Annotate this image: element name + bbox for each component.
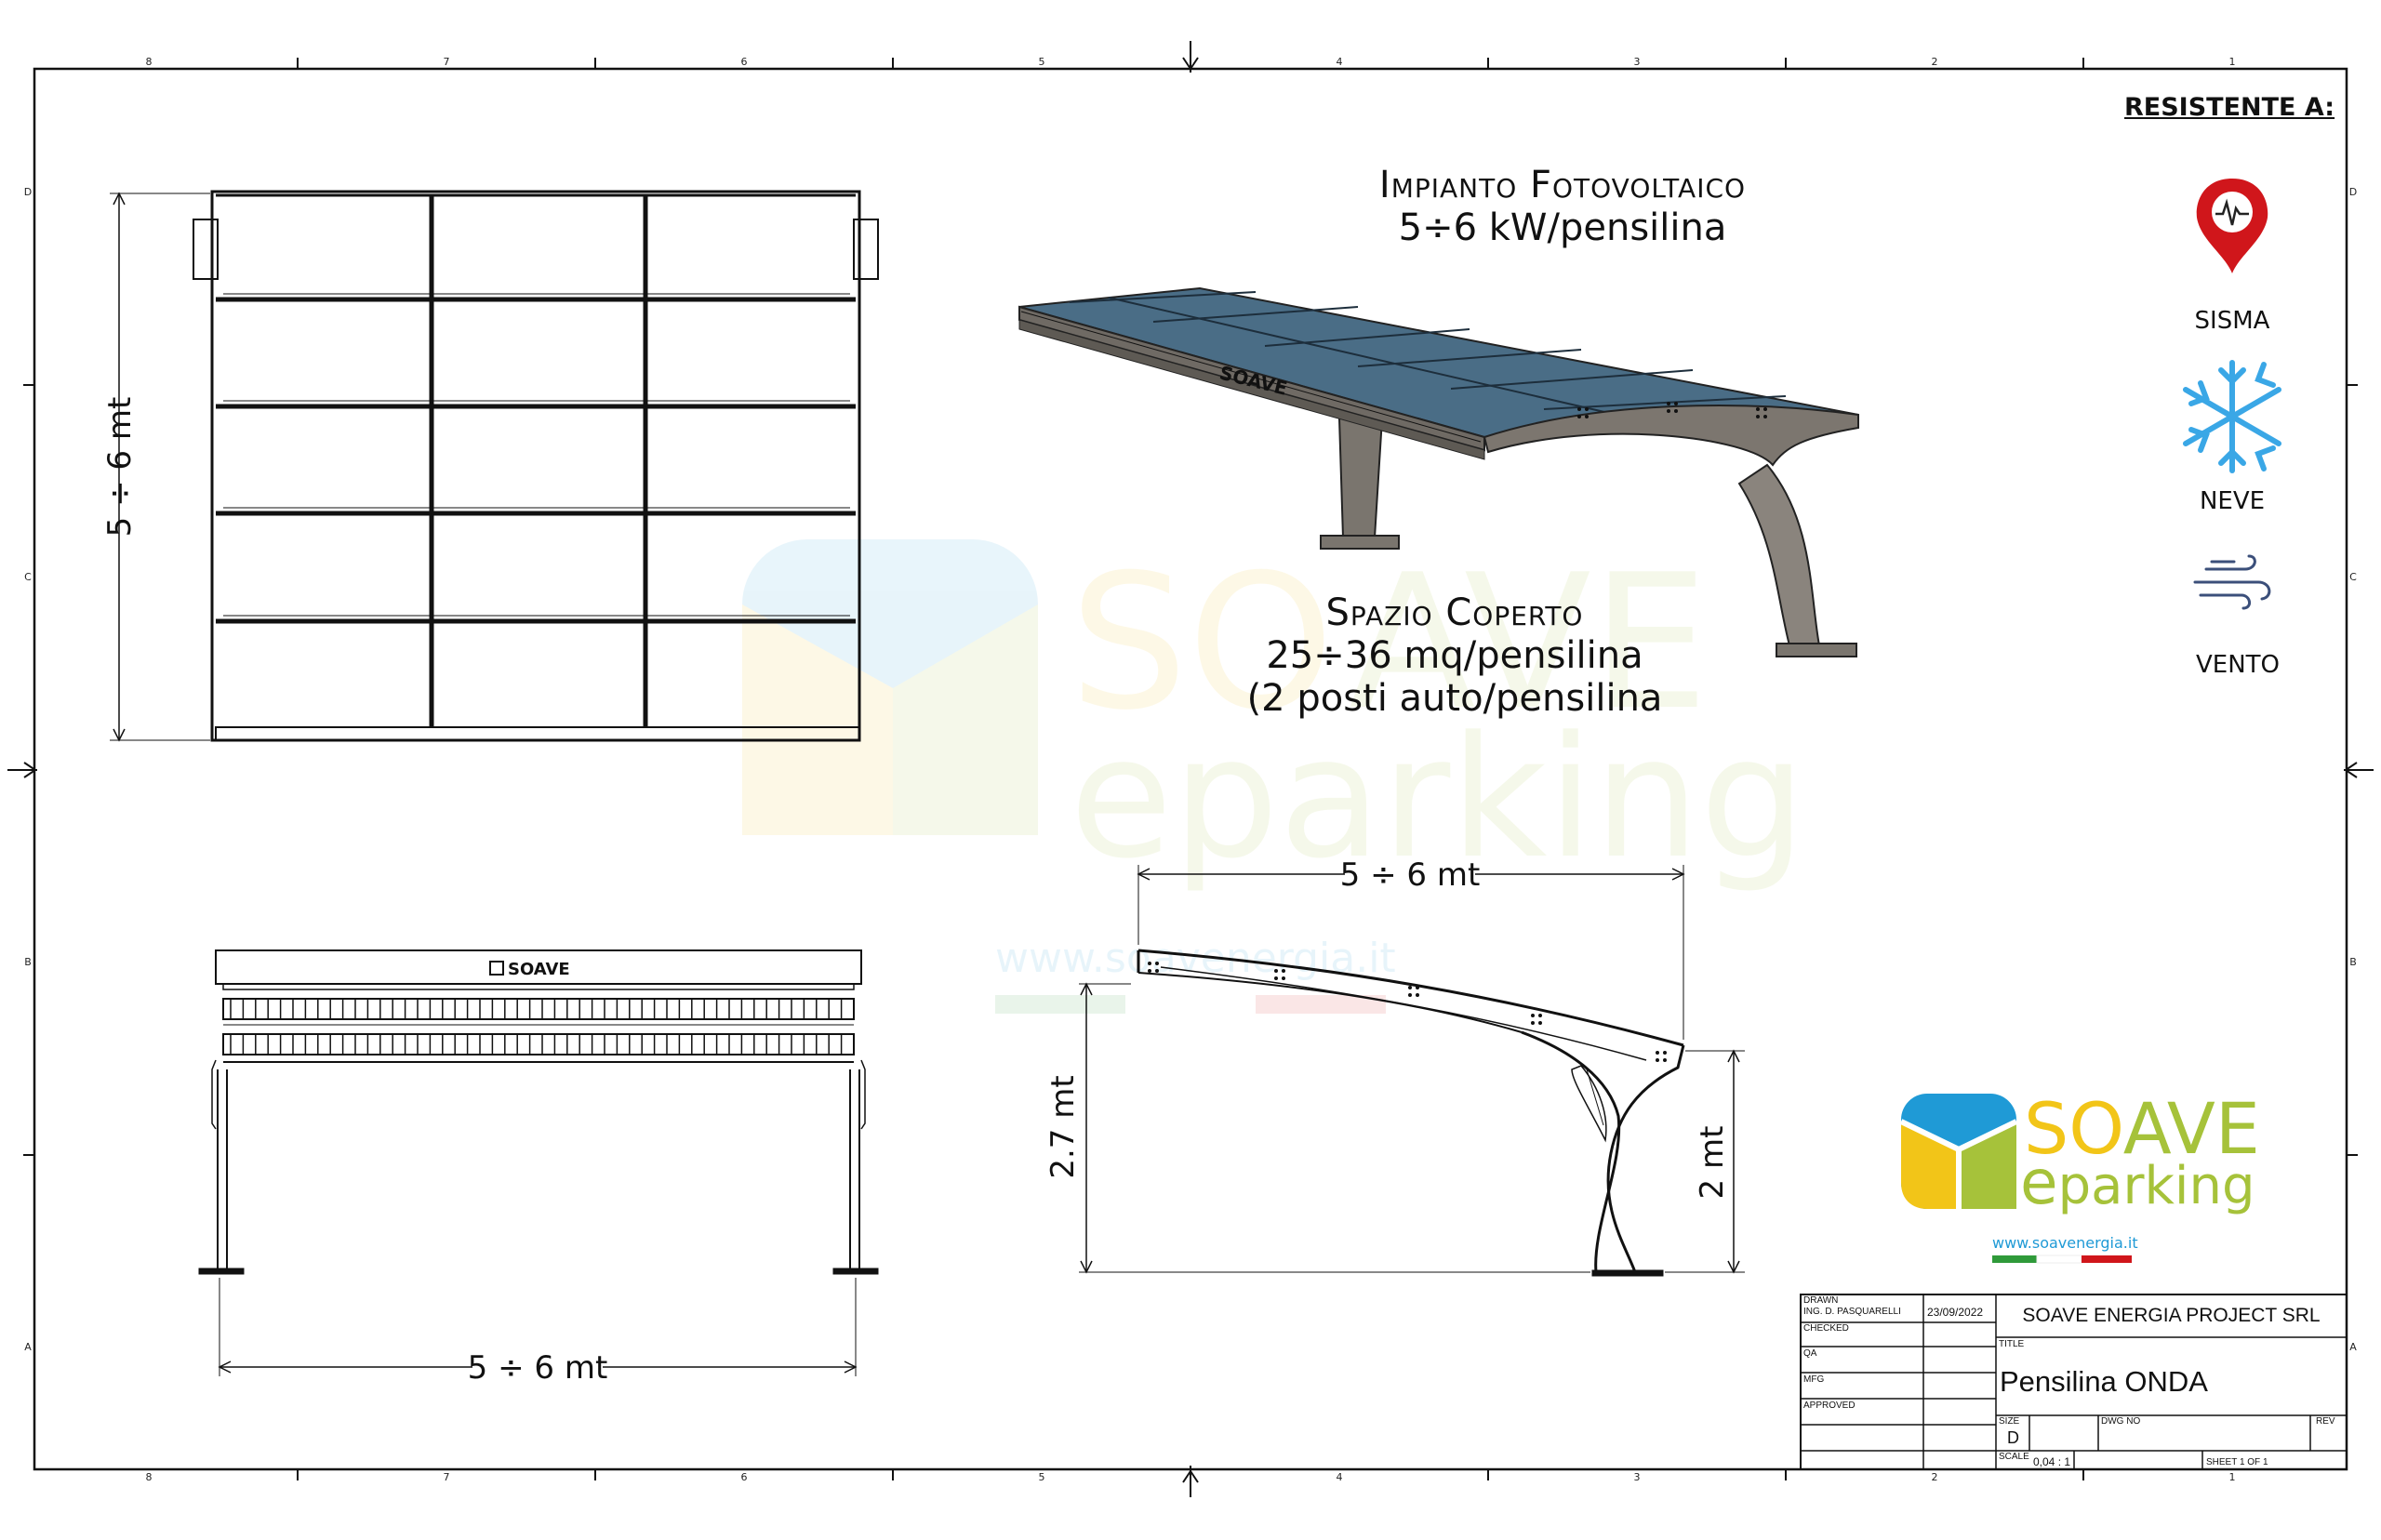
front-width-dimension: 5 ÷ 6 mt bbox=[468, 1349, 608, 1387]
space-heading: Spazio Coperto 25÷36 mq/pensilina (2 pos… bbox=[1176, 591, 1734, 720]
side-left-height-dimension: 2.7 mt bbox=[1044, 1075, 1082, 1178]
hazard-label-neve: NEVE bbox=[2199, 487, 2266, 515]
tb-checked-label: CHECKED bbox=[1803, 1323, 1849, 1334]
space-area: 25÷36 mq/pensilina bbox=[1266, 634, 1643, 677]
zone-top-7: 7 bbox=[444, 56, 450, 68]
soave-logo bbox=[1899, 1094, 2018, 1209]
svg-text:SO: SO bbox=[1070, 535, 1334, 751]
border-ticks bbox=[23, 58, 2358, 1480]
watermark-logo: SO AVE eparking www.soavenergia.it bbox=[742, 535, 1806, 1014]
pv-heading: Impianto Fotovoltaico 5÷6 kW/pensilina bbox=[1284, 164, 1842, 249]
tb-rev-label: REV bbox=[2316, 1416, 2335, 1427]
tb-mfg-label: MFG bbox=[1803, 1374, 1825, 1385]
zone-top-5: 5 bbox=[1039, 56, 1045, 68]
zone-top-4: 4 bbox=[1337, 56, 1343, 68]
tb-sheet: SHEET 1 OF 1 bbox=[2206, 1457, 2268, 1467]
logo-wordmark: SOAVE bbox=[2024, 1087, 2260, 1170]
zone-top-1: 1 bbox=[2229, 56, 2236, 68]
svg-text:eparking: eparking bbox=[1070, 701, 1806, 896]
tb-approved-label: APPROVED bbox=[1803, 1401, 1856, 1411]
italian-flag-bar bbox=[1992, 1255, 2132, 1264]
svg-text:AVE: AVE bbox=[1349, 535, 1709, 751]
tb-dwg-no-label: DWG NO bbox=[2101, 1416, 2141, 1427]
space-cars: (2 posti auto/pensilina bbox=[1246, 677, 1663, 720]
front-brand-logo-mark bbox=[489, 961, 504, 976]
zone-left-A: A bbox=[24, 1341, 32, 1353]
zone-bottom-3: 3 bbox=[1634, 1471, 1641, 1483]
zone-left-D: D bbox=[24, 186, 32, 198]
hazard-label-sisma: SISMA bbox=[2194, 307, 2270, 335]
plan-view-height-dimension: 5 ÷ 6 mt bbox=[101, 397, 139, 538]
tb-qa-label: QA bbox=[1803, 1348, 1817, 1359]
resistance-title: RESISTENTE A: bbox=[2124, 93, 2335, 122]
tb-drawn-by: ING. D. PASQUARELLI bbox=[1803, 1307, 1901, 1317]
pv-power: 5÷6 kW/pensilina bbox=[1398, 206, 1727, 249]
zone-top-2: 2 bbox=[1932, 56, 1938, 68]
side-elevation-view bbox=[1079, 865, 1745, 1277]
plan-view bbox=[110, 190, 879, 742]
zone-top-3: 3 bbox=[1634, 56, 1641, 68]
tb-company: SOAVE ENERGIA PROJECT SRL bbox=[2022, 1305, 2321, 1326]
tb-size-label: SIZE bbox=[1999, 1416, 2020, 1427]
zone-right-A: A bbox=[2349, 1341, 2357, 1353]
zone-bottom-6: 6 bbox=[741, 1471, 748, 1483]
front-elevation-view bbox=[198, 949, 879, 1376]
zone-bottom-1: 1 bbox=[2229, 1471, 2236, 1483]
svg-text:www.soavenergia.it: www.soavenergia.it bbox=[995, 935, 1396, 982]
front-brand-label: SOAVE bbox=[508, 960, 570, 979]
tb-title-label: TITLE bbox=[1999, 1339, 2025, 1349]
tb-scale: 0,04 : 1 bbox=[2033, 1455, 2071, 1468]
tb-drawn-label: DRAWN bbox=[1803, 1295, 1839, 1306]
logo-eparking: eparking bbox=[2020, 1147, 2255, 1218]
zone-top-8: 8 bbox=[146, 56, 153, 68]
zone-right-D: D bbox=[2349, 186, 2357, 198]
zone-top-6: 6 bbox=[741, 56, 748, 68]
zone-right-B: B bbox=[2349, 956, 2357, 968]
space-title: Spazio Coperto bbox=[1325, 591, 1584, 634]
zone-left-C: C bbox=[24, 571, 32, 583]
tb-scale-label: SCALE bbox=[1999, 1452, 2029, 1462]
zone-left-B: B bbox=[24, 956, 32, 968]
centering-arrows bbox=[7, 41, 2374, 1497]
logo-website: www.soavenergia.it bbox=[1992, 1234, 2138, 1252]
zone-bottom-8: 8 bbox=[146, 1471, 153, 1483]
zone-bottom-7: 7 bbox=[444, 1471, 450, 1483]
side-width-dimension: 5 ÷ 6 mt bbox=[1340, 856, 1481, 894]
zone-bottom-5: 5 bbox=[1039, 1471, 1045, 1483]
zone-bottom-4: 4 bbox=[1337, 1471, 1343, 1483]
zone-bottom-2: 2 bbox=[1932, 1471, 1938, 1483]
pv-title: Impianto Fotovoltaico bbox=[1378, 164, 1747, 206]
snowflake-icon bbox=[2183, 360, 2281, 473]
perspective-view: SOAVE bbox=[1018, 286, 1859, 657]
seismic-pin-icon bbox=[2196, 179, 2268, 273]
title-block bbox=[1800, 1294, 2348, 1470]
hazard-label-vento: VENTO bbox=[2195, 651, 2280, 679]
zone-right-C: C bbox=[2349, 571, 2357, 583]
tb-title: Pensilina ONDA bbox=[2000, 1365, 2208, 1398]
tb-drawn-date: 23/09/2022 bbox=[1927, 1306, 1984, 1319]
wind-icon bbox=[2193, 554, 2271, 610]
tb-size: D bbox=[2007, 1428, 2019, 1447]
side-right-height-dimension: 2 mt bbox=[1694, 1126, 1731, 1200]
